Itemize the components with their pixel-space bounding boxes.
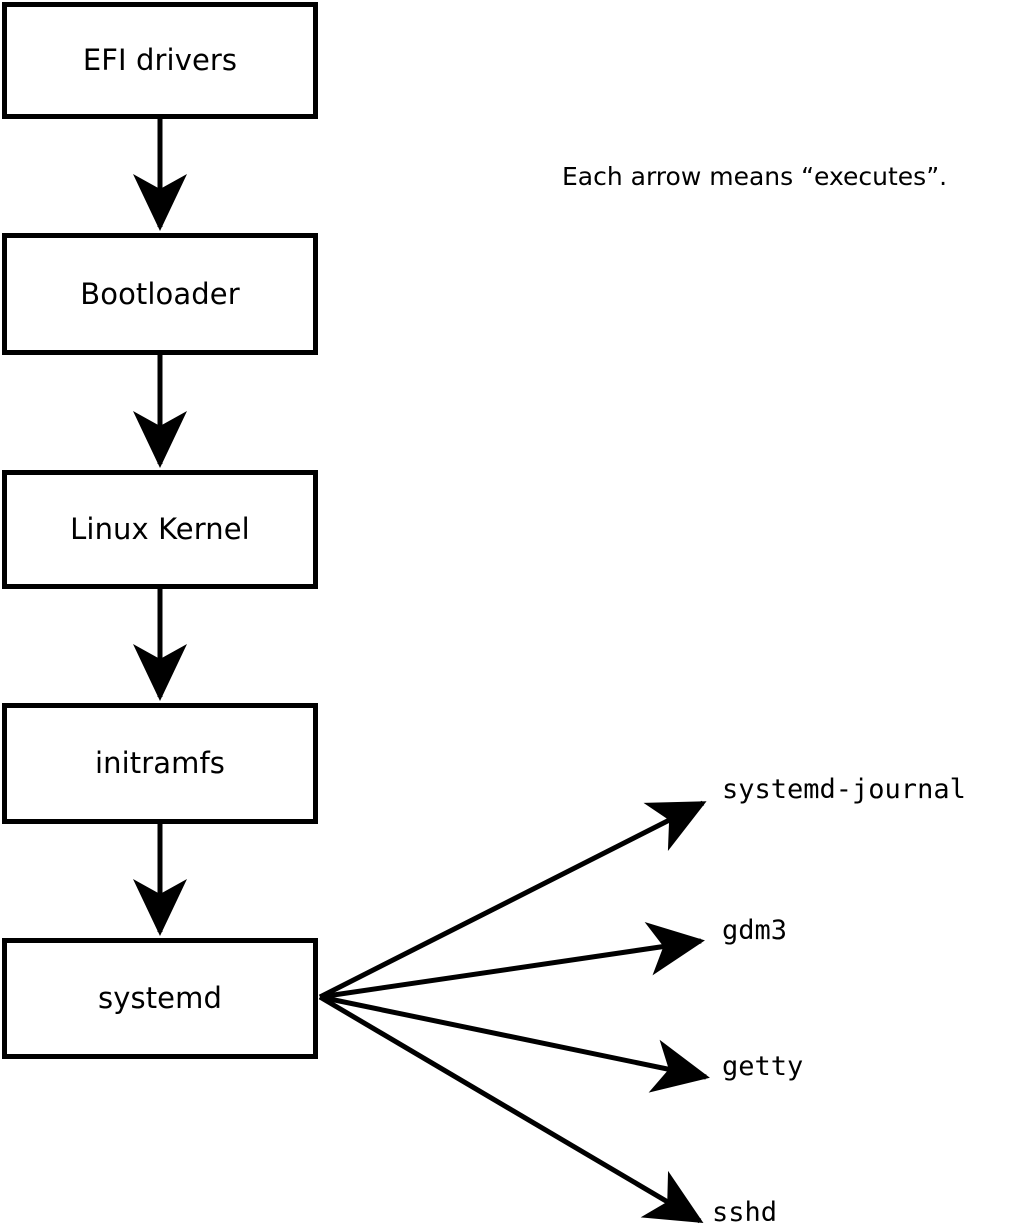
service-label-getty: getty [722, 1051, 804, 1082]
process-box-initramfs: initramfs [2, 703, 318, 824]
process-box-label: Bootloader [80, 276, 240, 311]
process-box-label: initramfs [94, 746, 226, 780]
arrow-systemd-to-sshd [318, 994, 704, 1224]
process-box-label: Linux Kernel [70, 512, 250, 546]
service-label-systemd-journal: systemd-journal [722, 774, 966, 805]
service-label-sshd: sshd [712, 1197, 778, 1228]
service-label-gdm3: gdm3 [722, 915, 788, 946]
process-box-bootloader: Bootloader [2, 233, 318, 355]
diagram-caption: Each arrow means “executes”. [562, 162, 948, 191]
process-box-systemd: systemd [2, 938, 318, 1059]
arrow-systemd-to-gdm3 [319, 921, 705, 1000]
process-box-label: EFI drivers [82, 43, 238, 77]
process-box-label: systemd [98, 981, 222, 1015]
process-box-efi-drivers: EFI drivers [2, 2, 318, 119]
process-box-linux-kernel: Linux Kernel [2, 470, 318, 589]
arrow-systemd-to-getty [319, 994, 710, 1093]
arrow-systemd-to-systemd-journal [318, 800, 707, 1000]
